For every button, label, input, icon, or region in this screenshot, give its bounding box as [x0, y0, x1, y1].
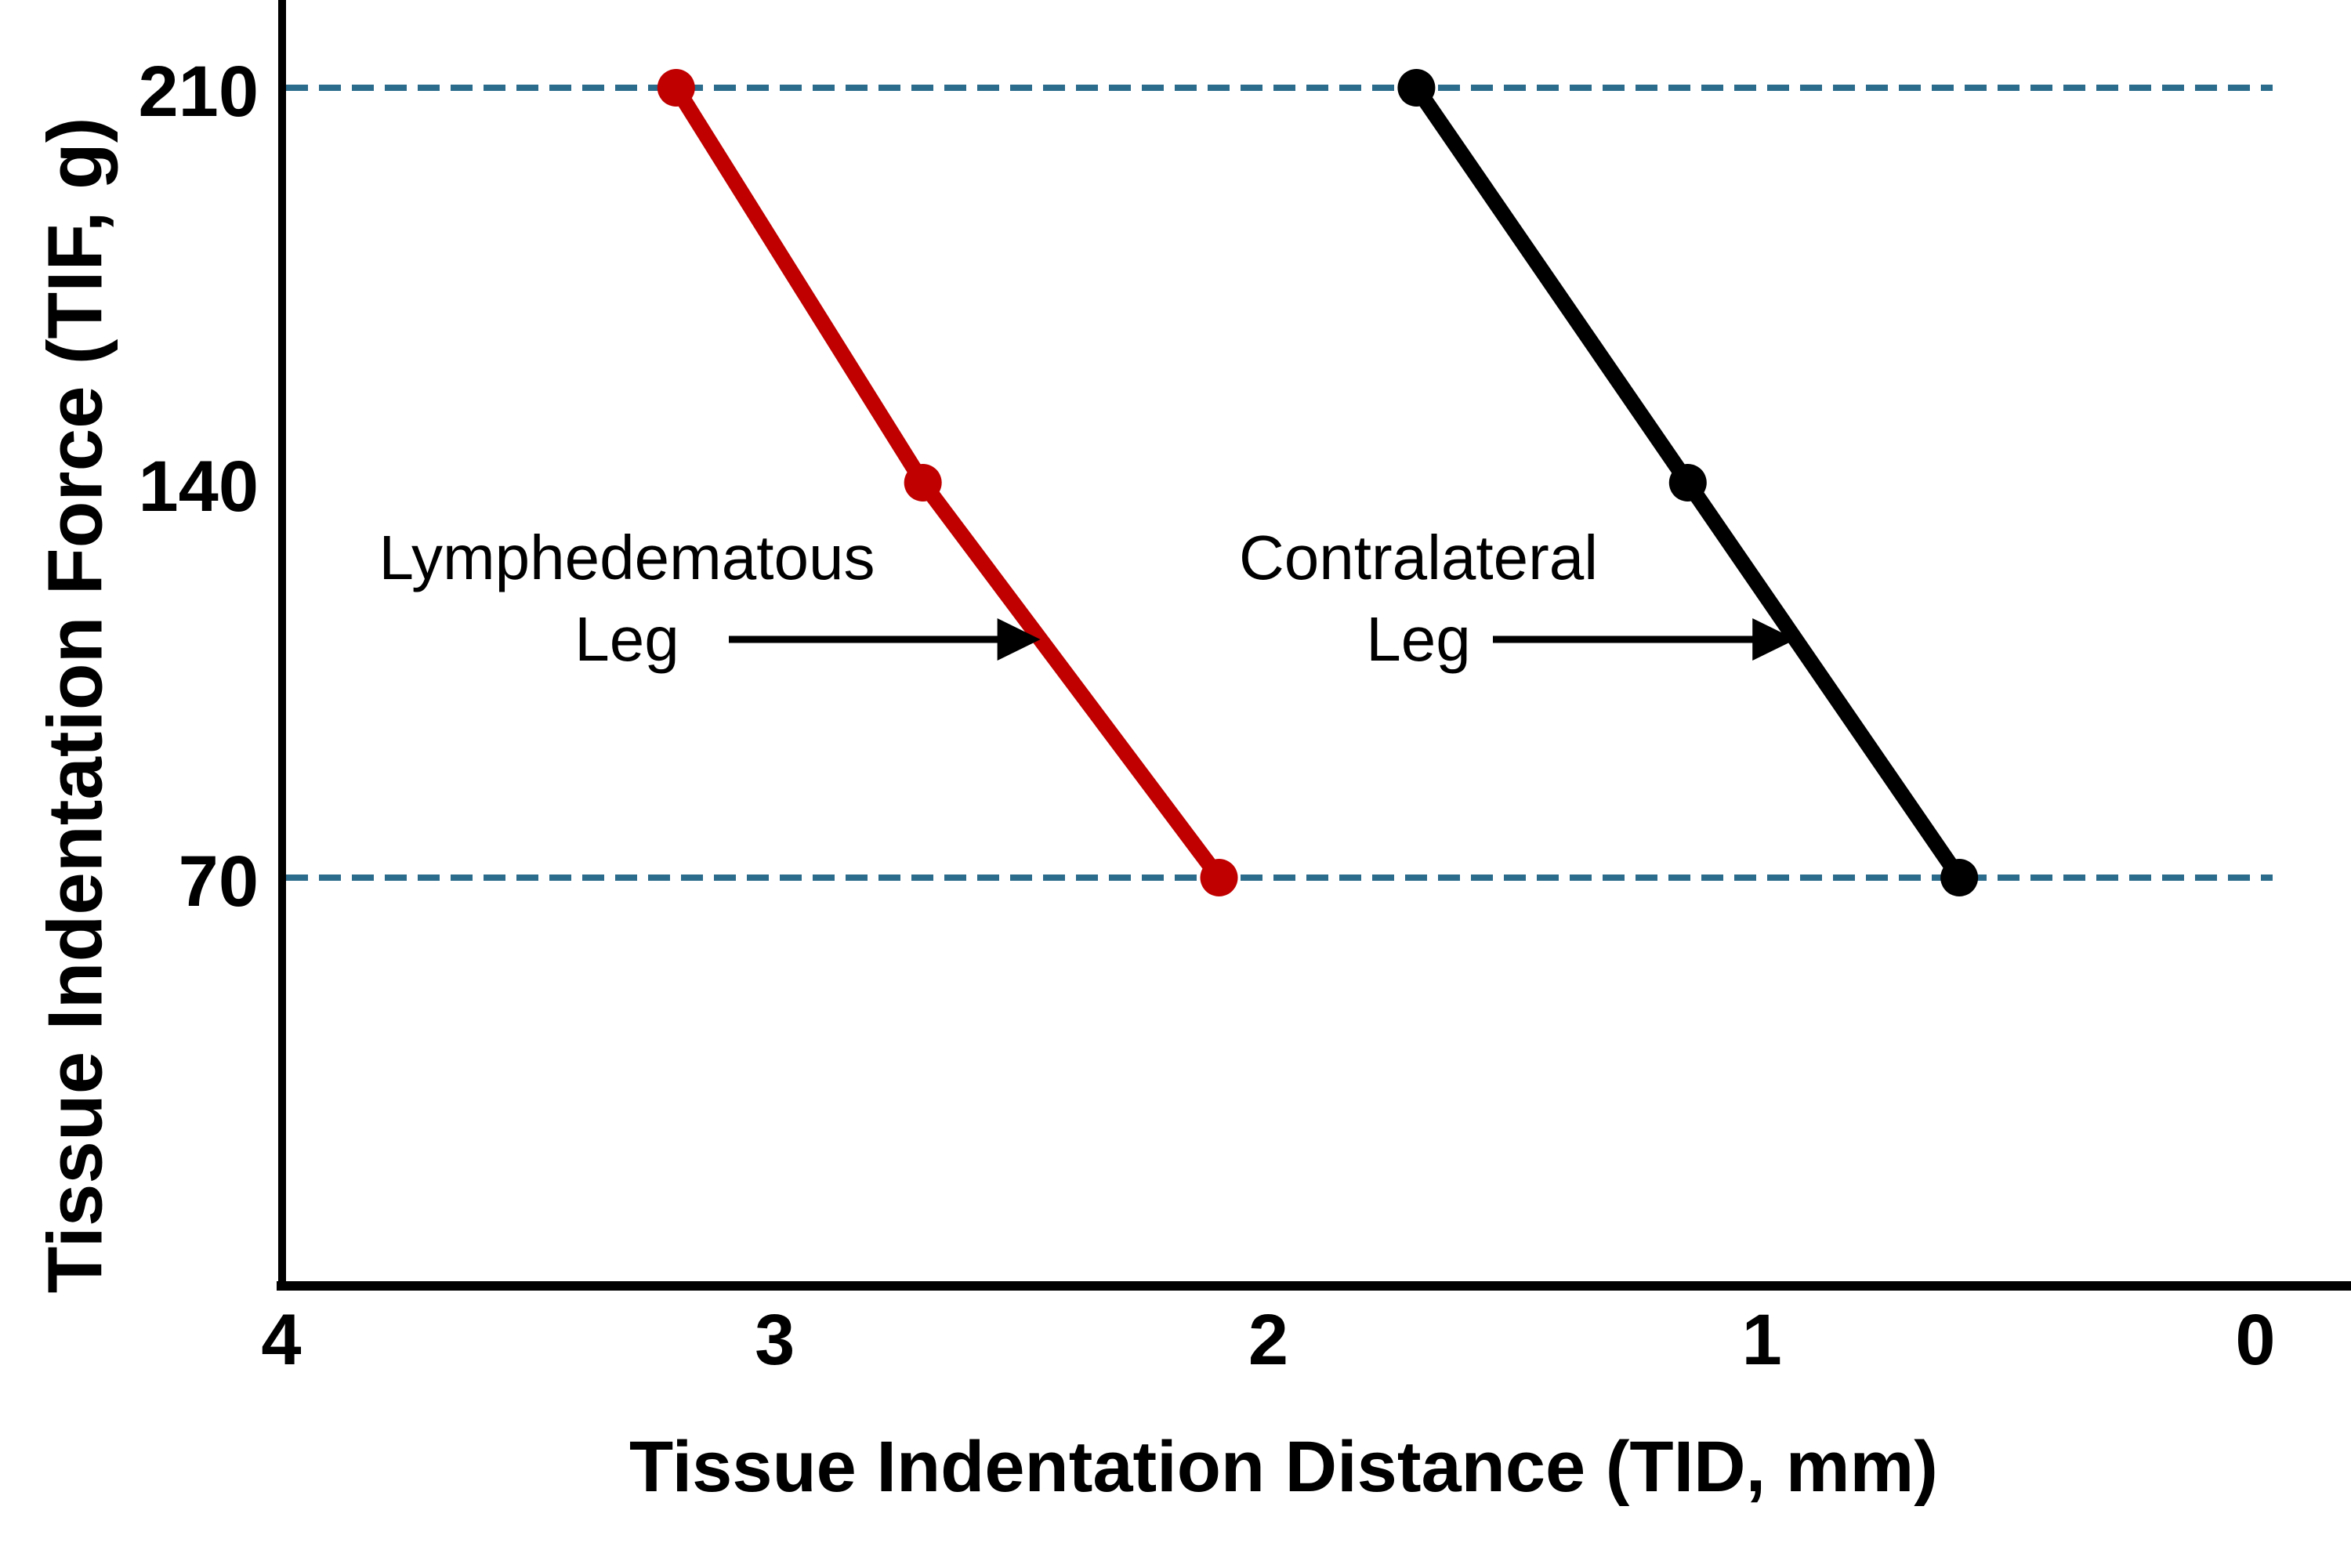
data-point-contralateral-leg	[1940, 859, 1979, 896]
annotation-text-line: Leg	[574, 604, 679, 674]
annotation-lymphedematous-leg: Lymphedematous Leg	[379, 517, 875, 680]
annotation-text-line: Leg	[1366, 604, 1471, 674]
x-tick-label-4: 4	[261, 1300, 302, 1380]
y-axis-title: Tissue Indentation Force (TIF, g)	[31, 117, 118, 1294]
data-point-contralateral-leg	[1668, 464, 1707, 502]
data-point-lymphedematous-leg	[1200, 859, 1238, 896]
annotation-arrowhead	[1752, 618, 1796, 661]
data-point-lymphedematous-leg	[657, 69, 695, 107]
y-tick-label-140: 140	[138, 447, 259, 527]
x-tick-label-3: 3	[755, 1300, 795, 1380]
annotation-arrowhead	[997, 618, 1041, 661]
x-tick-label-1: 1	[1741, 1300, 1782, 1380]
y-tick-label-70: 70	[178, 842, 259, 922]
data-point-lymphedematous-leg	[904, 464, 942, 502]
x-axis-title: Tissue Indentation Distance (TID, mm)	[629, 1427, 1938, 1507]
x-tick-label-2: 2	[1248, 1300, 1289, 1380]
data-point-contralateral-leg	[1397, 69, 1436, 107]
annotation-text-line: Contralateral	[1238, 523, 1599, 592]
series-line-lymphedematous-leg	[668, 80, 1227, 885]
annotation-text-line: Lymphedematous	[379, 523, 875, 592]
x-tick-label-0: 0	[2235, 1300, 2276, 1380]
annotation-contralateral-leg: Contralateral Leg	[1239, 517, 1598, 680]
y-tick-label-210: 210	[138, 52, 259, 132]
